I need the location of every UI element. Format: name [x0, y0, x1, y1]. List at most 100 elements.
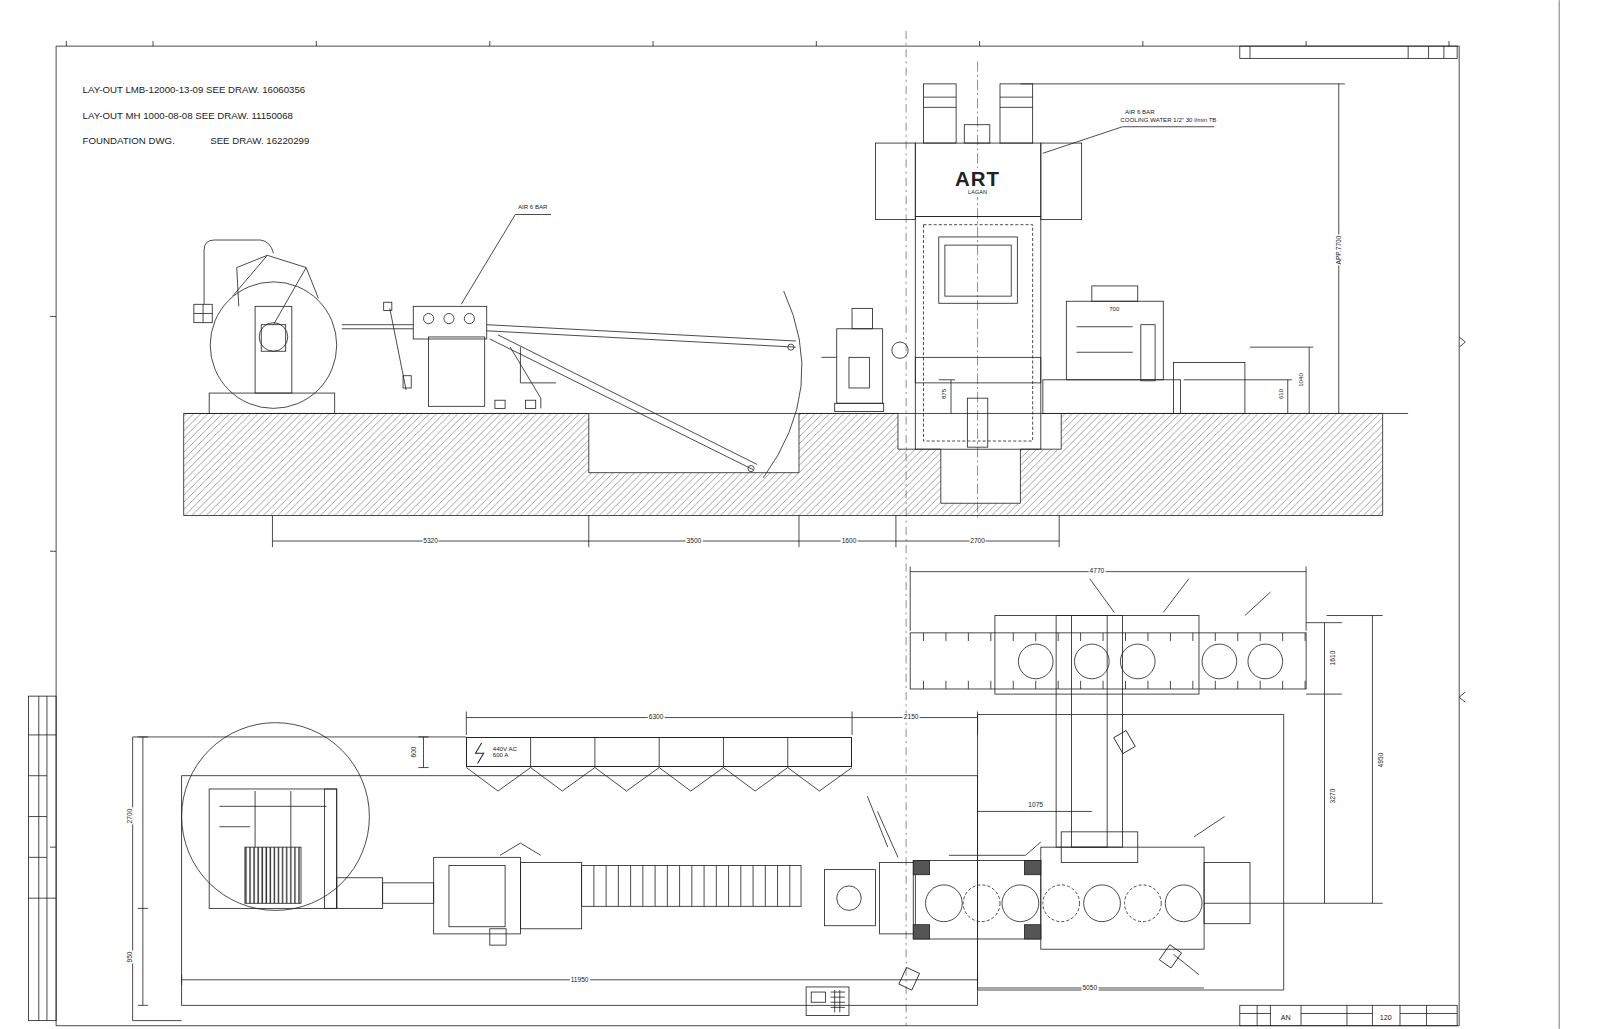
plan-regions-path: [133, 737, 182, 1021]
rail-joint: [1013, 633, 1014, 689]
elevation-dimensions-path: [461, 215, 551, 305]
straightener-elevation-rect: [403, 376, 411, 388]
press-elevation-rect: [923, 84, 956, 143]
straightener-elevation: [342, 291, 802, 478]
plan-regions-path: [476, 743, 484, 763]
die-changer-plan: [910, 579, 1306, 863]
press-plan-path: [949, 842, 1041, 855]
sheet-frame-path: [29, 696, 57, 1020]
decoiler-elevation-rect: [255, 306, 292, 393]
straightener-plan-rect: [582, 866, 801, 907]
rail-joint: [990, 633, 991, 689]
dimension-text: 1610: [1329, 650, 1336, 667]
decoiler-plan-rect: [324, 789, 336, 908]
press-elevation-rect: [923, 225, 1032, 441]
elevation-dimensions-path: [272, 541, 1059, 542]
press-plan-path: [867, 796, 1224, 975]
straightener-plan: [337, 843, 801, 945]
press-elevation-rect: [964, 125, 990, 143]
plan-dimensions-path: [138, 737, 148, 1005]
power-bus-box: 440V AC 600 A: [466, 737, 852, 768]
title-block-text: AN: [1280, 1016, 1292, 1023]
straightener-elevation-circle: [748, 466, 754, 472]
rail-joint: [1260, 633, 1261, 689]
die-changer-elevation-rect: [1141, 325, 1155, 381]
straightener-elevation-circle: [423, 313, 433, 323]
press-plan-circle: [1124, 885, 1161, 922]
control-panel-rect: [806, 987, 849, 1016]
rail-joint: [1237, 633, 1238, 689]
elevation-dimensions-path: [1184, 347, 1314, 413]
straightener-elevation-path: [342, 325, 413, 329]
sheet-frame-rect: [1240, 46, 1457, 58]
die-changer-elevation: [1043, 286, 1245, 414]
press-elevation-rect: [945, 245, 1011, 296]
elevation-dimensions-path: [272, 516, 1059, 548]
plan-regions-path: [978, 715, 1284, 991]
straightener-elevation-path: [763, 291, 802, 478]
dimension-text: 875: [941, 388, 947, 400]
rail-joint: [923, 633, 924, 689]
die-changer-elevation-rect: [1066, 301, 1163, 380]
straightener-elevation-rect: [495, 400, 505, 408]
sheet-frame-path: [66, 41, 1449, 46]
decoiler-plan-circle: [182, 723, 370, 911]
callout-note: AIR 6 BAR: [517, 204, 549, 210]
dimension-text: 1075: [1027, 802, 1044, 809]
plan-dimensions-path: [418, 737, 428, 768]
foundation: [184, 413, 1408, 515]
rail-joint: [968, 633, 969, 689]
press-plan-circle: [1165, 885, 1202, 922]
feeder-plan: [824, 862, 915, 933]
elevation-dimensions-path: [1020, 84, 1344, 414]
rail-joint: [1282, 633, 1283, 689]
feeder-elevation-rect: [849, 357, 869, 388]
dimension-text: 2700: [126, 808, 133, 825]
press-plan-rect: [1024, 860, 1040, 874]
callout-note: COOLING WATER 1/2" 30 l/min TB: [1119, 117, 1217, 123]
sheet-frame-path: [1559, 0, 1560, 1029]
dimension-text: 610: [1277, 388, 1283, 400]
dimension-text: 2700: [969, 537, 986, 544]
drawing-reference: SEE DRAW. 16220299: [209, 136, 310, 146]
dimension-text: 1600: [841, 537, 858, 544]
plan-regions-rect: [182, 776, 978, 1006]
straightener-plan-rect: [449, 866, 505, 927]
straightener-elevation-rect: [526, 400, 536, 408]
elevation-dimensions-path: [939, 380, 955, 414]
feeder-plan-rect: [824, 870, 875, 926]
conveyor-rollers: [594, 866, 790, 907]
dimension-text: 950: [126, 951, 133, 964]
press-plan-rect: [913, 860, 929, 874]
dimension-text: 5320: [422, 537, 439, 544]
rail-joint: [1192, 633, 1193, 689]
straightener-elevation-path: [510, 347, 541, 408]
rail-joint: [1305, 633, 1306, 689]
die-changer-plan-rect: [1056, 616, 1122, 848]
foundation-path: [184, 413, 1383, 515]
dimension-text: 3270: [1329, 788, 1336, 805]
rail-joint: [1125, 633, 1126, 689]
straightener-plan-path: [500, 843, 541, 855]
rail-joint: [1215, 633, 1216, 689]
node-title: 440V AC 600 A: [493, 746, 526, 759]
roller-line: [593, 866, 594, 907]
straightener-plan-rect: [490, 929, 506, 945]
press-plan-circle: [1002, 885, 1039, 922]
press-plan-circle: [1043, 885, 1080, 922]
feeder-plan-circle: [837, 886, 861, 910]
die-changer-plan-circle: [1248, 644, 1283, 679]
roller-line: [642, 866, 643, 907]
plan-dimensions-path: [466, 711, 977, 734]
dimension-text: 5050: [1081, 984, 1098, 991]
press-elevation-rect: [1041, 143, 1082, 220]
plan-dimensions-path: [978, 811, 1092, 812]
decoiler-elevation: [194, 240, 337, 413]
die-changer-plan-rect: [1071, 616, 1107, 848]
press-elevation-rect: [939, 237, 1018, 303]
press-plan-rect: [1024, 925, 1040, 939]
decoiler-plan-rect: [245, 847, 301, 903]
